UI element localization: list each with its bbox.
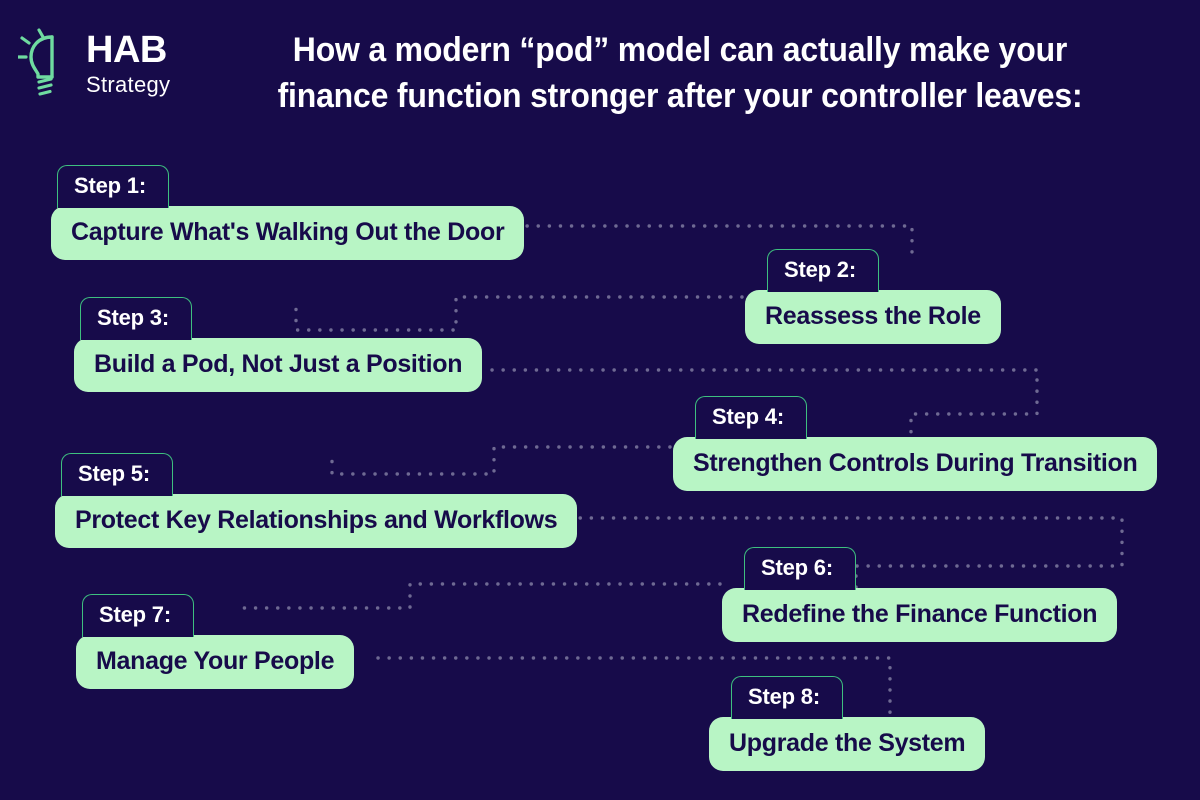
step-tab-6: Step 6: (744, 547, 856, 590)
step-title-3: Build a Pod, Not Just a Position (74, 338, 483, 392)
brand-name: HAB (86, 28, 167, 71)
step-card-4[interactable]: Step 4:Strengthen Controls During Transi… (673, 396, 1158, 491)
step-tab-5: Step 5: (61, 453, 173, 496)
step-card-3[interactable]: Step 3:Build a Pod, Not Just a Position (74, 297, 483, 392)
step-tab-2: Step 2: (767, 249, 879, 292)
step-card-7[interactable]: Step 7:Manage Your People (76, 594, 355, 689)
step-title-8: Upgrade the System (709, 717, 986, 771)
step-card-6[interactable]: Step 6:Redefine the Finance Function (722, 547, 1118, 642)
brand-tagline: Strategy (86, 71, 171, 97)
step-tab-8: Step 8: (731, 676, 843, 719)
step-title-5: Protect Key Relationships and Workflows (55, 494, 578, 548)
step-card-2[interactable]: Step 2:Reassess the Role (745, 249, 1001, 344)
step-tab-1: Step 1: (57, 165, 169, 208)
step-tab-3: Step 3: (80, 297, 192, 340)
step-card-5[interactable]: Step 5:Protect Key Relationships and Wor… (55, 453, 578, 548)
step-title-2: Reassess the Role (745, 290, 1001, 344)
page-title: How a modern “pod” model can actually ma… (229, 28, 1131, 119)
brand-wordmark: HAB Strategy (86, 31, 170, 96)
page-title-line-1: How a modern “pod” model can actually ma… (292, 31, 1068, 69)
brand-logo: HAB Strategy (18, 24, 170, 102)
step-title-4: Strengthen Controls During Transition (673, 437, 1158, 491)
step-card-8[interactable]: Step 8:Upgrade the System (709, 676, 986, 771)
page-title-line-2: finance function stronger after your con… (277, 76, 1083, 115)
step-card-1[interactable]: Step 1:Capture What's Walking Out the Do… (51, 165, 525, 260)
step-title-7: Manage Your People (76, 635, 355, 689)
step-tab-7: Step 7: (82, 594, 194, 637)
step-tab-4: Step 4: (695, 396, 807, 439)
step-title-6: Redefine the Finance Function (722, 588, 1118, 642)
step-title-1: Capture What's Walking Out the Door (51, 206, 525, 260)
lightbulb-icon (18, 28, 54, 96)
